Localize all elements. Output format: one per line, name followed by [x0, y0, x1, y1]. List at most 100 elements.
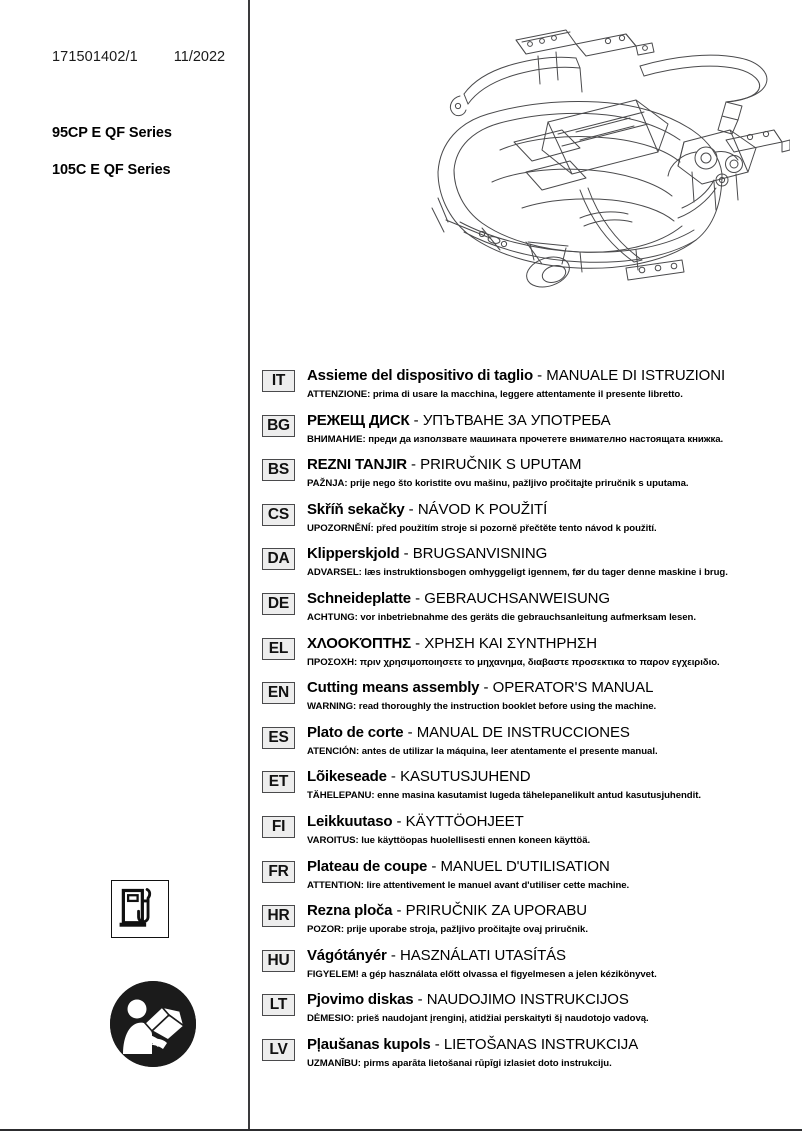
language-row: EN Cutting means assembly - OPERATOR'S MA…	[262, 679, 762, 724]
part-name: Rezna ploča	[307, 902, 393, 920]
part-name: Leikkuutaso	[307, 812, 393, 830]
language-code-badge-bs: BS	[262, 459, 295, 482]
language-title-line: Schneideplatte - GEBRAUCHSANWEISUNG	[307, 590, 762, 608]
language-code-badge-de: DE	[262, 592, 295, 615]
safety-warning-text: ACHTUNG: vor inbetriebnahme des geräts d…	[307, 611, 696, 623]
part-name: Schneideplatte	[307, 589, 411, 607]
manual-type: NAUDOJIMO INSTRUKCIJOS	[426, 991, 629, 1009]
title-separator: -	[410, 634, 425, 652]
title-separator: -	[427, 857, 441, 875]
title-separator: -	[386, 946, 401, 964]
title-separator: -	[392, 812, 406, 830]
language-code-badge-cs: CS	[262, 503, 295, 526]
left-column: 171501402/1 11/2022 95CP E QF Series 105C…	[0, 0, 248, 1131]
language-row: EL ΧΛΟΟΚΌΠΤΗΣ - ΧΡΗΣΗ ΚΑΙ ΣΥΝΤΗΡΗΣΗ ΠΡΟΣΟΧ…	[262, 635, 762, 680]
fuel-pump-icon	[111, 880, 169, 938]
model-name-primary: 95CP E QF Series	[52, 125, 172, 141]
manual-type: PRIRUČNIK S UPUTAM	[420, 456, 582, 474]
language-row: ES Plato de corte - MANUAL DE INSTRUCCION…	[262, 724, 762, 769]
part-name: Pļaušanas kupols	[307, 1035, 431, 1053]
title-separator: -	[532, 367, 547, 384]
safety-warning-text: ATENCIÓN: antes de utilizar la máquina, …	[307, 745, 658, 757]
language-title-line: Pļaušanas kupols - LIETOŠANAS INSTRUKCIJ…	[307, 1036, 762, 1054]
part-name: Plato de corte	[307, 723, 404, 741]
language-title-line: Cutting means assembly - OPERATOR'S MANU…	[307, 679, 762, 697]
safety-warning-text: ATTENZIONE: prima di usare la macchina, …	[307, 389, 683, 400]
language-title-line: ΧΛΟΟΚΌΠΤΗΣ - ΧΡΗΣΗ ΚΑΙ ΣΥΝΤΗΡΗΣΗ	[307, 635, 762, 653]
safety-warning-text: PAŽNJA: prije nego što koristite ovu maš…	[307, 478, 689, 490]
part-name: Vágótányér	[307, 946, 387, 964]
language-row: FR Plateau de coupe - MANUEL D'UTILISATIO…	[262, 858, 762, 903]
language-title-line: РЕЖЕЩ ДИСК - УПЪТВАНЕ ЗА УПОТРЕБА	[307, 412, 762, 430]
language-code-badge-da: DA	[262, 548, 295, 571]
part-name: Klipperskjold	[307, 545, 400, 563]
title-separator: -	[479, 679, 493, 697]
part-name: REZNI TANJIR	[307, 456, 407, 474]
safety-warning-text: ВНИМАНИЕ: преди да използвате машината п…	[307, 433, 724, 445]
language-code-badge-hu: HU	[262, 949, 295, 972]
manual-type: GEBRAUCHSANWEISUNG	[424, 589, 610, 607]
part-name: Plateau de coupe	[307, 857, 428, 875]
language-code-badge-fr: FR	[262, 860, 295, 883]
manual-type: OPERATOR'S MANUAL	[492, 679, 654, 697]
document-date: 11/2022	[173, 49, 226, 65]
title-separator: -	[430, 1035, 444, 1053]
title-separator: -	[392, 902, 406, 920]
safety-warning-text: ATTENTION: lire attentivement le manuel …	[307, 879, 630, 891]
language-code-badge-et: ET	[262, 771, 295, 794]
language-title-line: REZNI TANJIR - PRIRUČNIK S UPUTAM	[307, 456, 762, 474]
language-code-badge-fi: FI	[262, 815, 295, 838]
manual-type: KÄYTTÖOHJEET	[405, 812, 524, 830]
part-name: РЕЖЕЩ ДИСК	[307, 411, 410, 429]
manual-type: PRIRUČNIK ZA UPORABU	[405, 902, 588, 920]
safety-warning-text: POZOR: prije uporabe stroja, pažljivo pr…	[307, 924, 588, 936]
part-name: Lõikeseade	[307, 768, 387, 786]
title-separator: -	[413, 991, 427, 1009]
safety-warning-text: DĖMESIO: prieš naudojant įrenginį, atidž…	[307, 1013, 649, 1025]
language-code-badge-es: ES	[262, 726, 295, 749]
read-operator-manual-icon	[110, 981, 196, 1067]
part-name: Pjovimo diskas	[307, 991, 414, 1009]
manual-type: УПЪТВАНЕ ЗА УПОТРЕБА	[422, 411, 611, 429]
language-title-line: Lõikeseade - KASUTUSJUHEND	[307, 768, 762, 786]
safety-warning-text: VAROITUS: lue käyttöopas huolellisesti e…	[307, 834, 591, 846]
title-separator: -	[410, 589, 425, 607]
safety-warning-text: WARNING: read thoroughly the instruction…	[307, 701, 657, 713]
model-name-secondary: 105C E QF Series	[52, 162, 171, 178]
language-title-line: Plateau de coupe - MANUEL D'UTILISATION	[307, 858, 762, 876]
language-row: BG РЕЖЕЩ ДИСК - УПЪТВАНЕ ЗА УПОТРЕБА ВНИМА…	[262, 412, 762, 457]
language-title-line: Pjovimo diskas - NAUDOJIMO INSTRUKCIJOS	[307, 991, 762, 1009]
safety-warning-text: FIGYELEM! a gép használata előtt olvassa…	[307, 968, 657, 980]
language-title-line: Klipperskjold - BRUGSANVISNING	[307, 545, 762, 563]
document-code: 171501402/1	[52, 49, 138, 65]
language-title-line: Skříň sekačky - NÁVOD K POUŽITÍ	[307, 501, 762, 519]
manual-type: ΧΡΗΣΗ ΚΑΙ ΣΥΝΤΗΡΗΣΗ	[424, 634, 597, 652]
part-name: Assieme del dispositivo di taglio	[307, 367, 533, 384]
title-separator: -	[403, 723, 417, 741]
safety-warning-text: ΠΡΟΣΟΧΗ: πριν χρησιμοποιησετε το μηχανημ…	[307, 656, 720, 668]
title-separator: -	[386, 768, 401, 786]
bottom-rule	[0, 1129, 802, 1131]
language-code-badge-el: EL	[262, 637, 295, 660]
language-title-line: Rezna ploča - PRIRUČNIK ZA UPORABU	[307, 902, 762, 920]
safety-warning-text: TÄHELEPANU: enne masina kasutamist luged…	[307, 790, 701, 802]
language-code-badge-en: EN	[262, 682, 295, 705]
safety-warning-text: ADVARSEL: læs instruktionsbogen omhyggel…	[307, 567, 728, 579]
manual-type: KASUTUSJUHEND	[400, 768, 531, 786]
language-row: BS REZNI TANJIR - PRIRUČNIK S UPUTAM PAŽNJ…	[262, 456, 762, 501]
manual-type: MANUAL DE INSTRUCCIONES	[416, 723, 630, 741]
vertical-divider	[248, 0, 250, 1131]
language-row: DE Schneideplatte - GEBRAUCHSANWEISUNG ACH…	[262, 590, 762, 635]
language-title-line: Plato de corte - MANUAL DE INSTRUCCIONES	[307, 724, 762, 742]
language-title-line: Assieme del dispositivo di taglio - MANU…	[307, 367, 762, 385]
language-code-badge-bg: BG	[262, 414, 295, 437]
language-title-line: Leikkuutaso - KÄYTTÖOHJEET	[307, 813, 762, 831]
manual-type: LIETOŠANAS INSTRUKCIJA	[443, 1035, 639, 1053]
part-name: ΧΛΟΟΚΌΠΤΗΣ	[307, 634, 411, 652]
manual-type: MANUEL D'UTILISATION	[440, 857, 610, 875]
